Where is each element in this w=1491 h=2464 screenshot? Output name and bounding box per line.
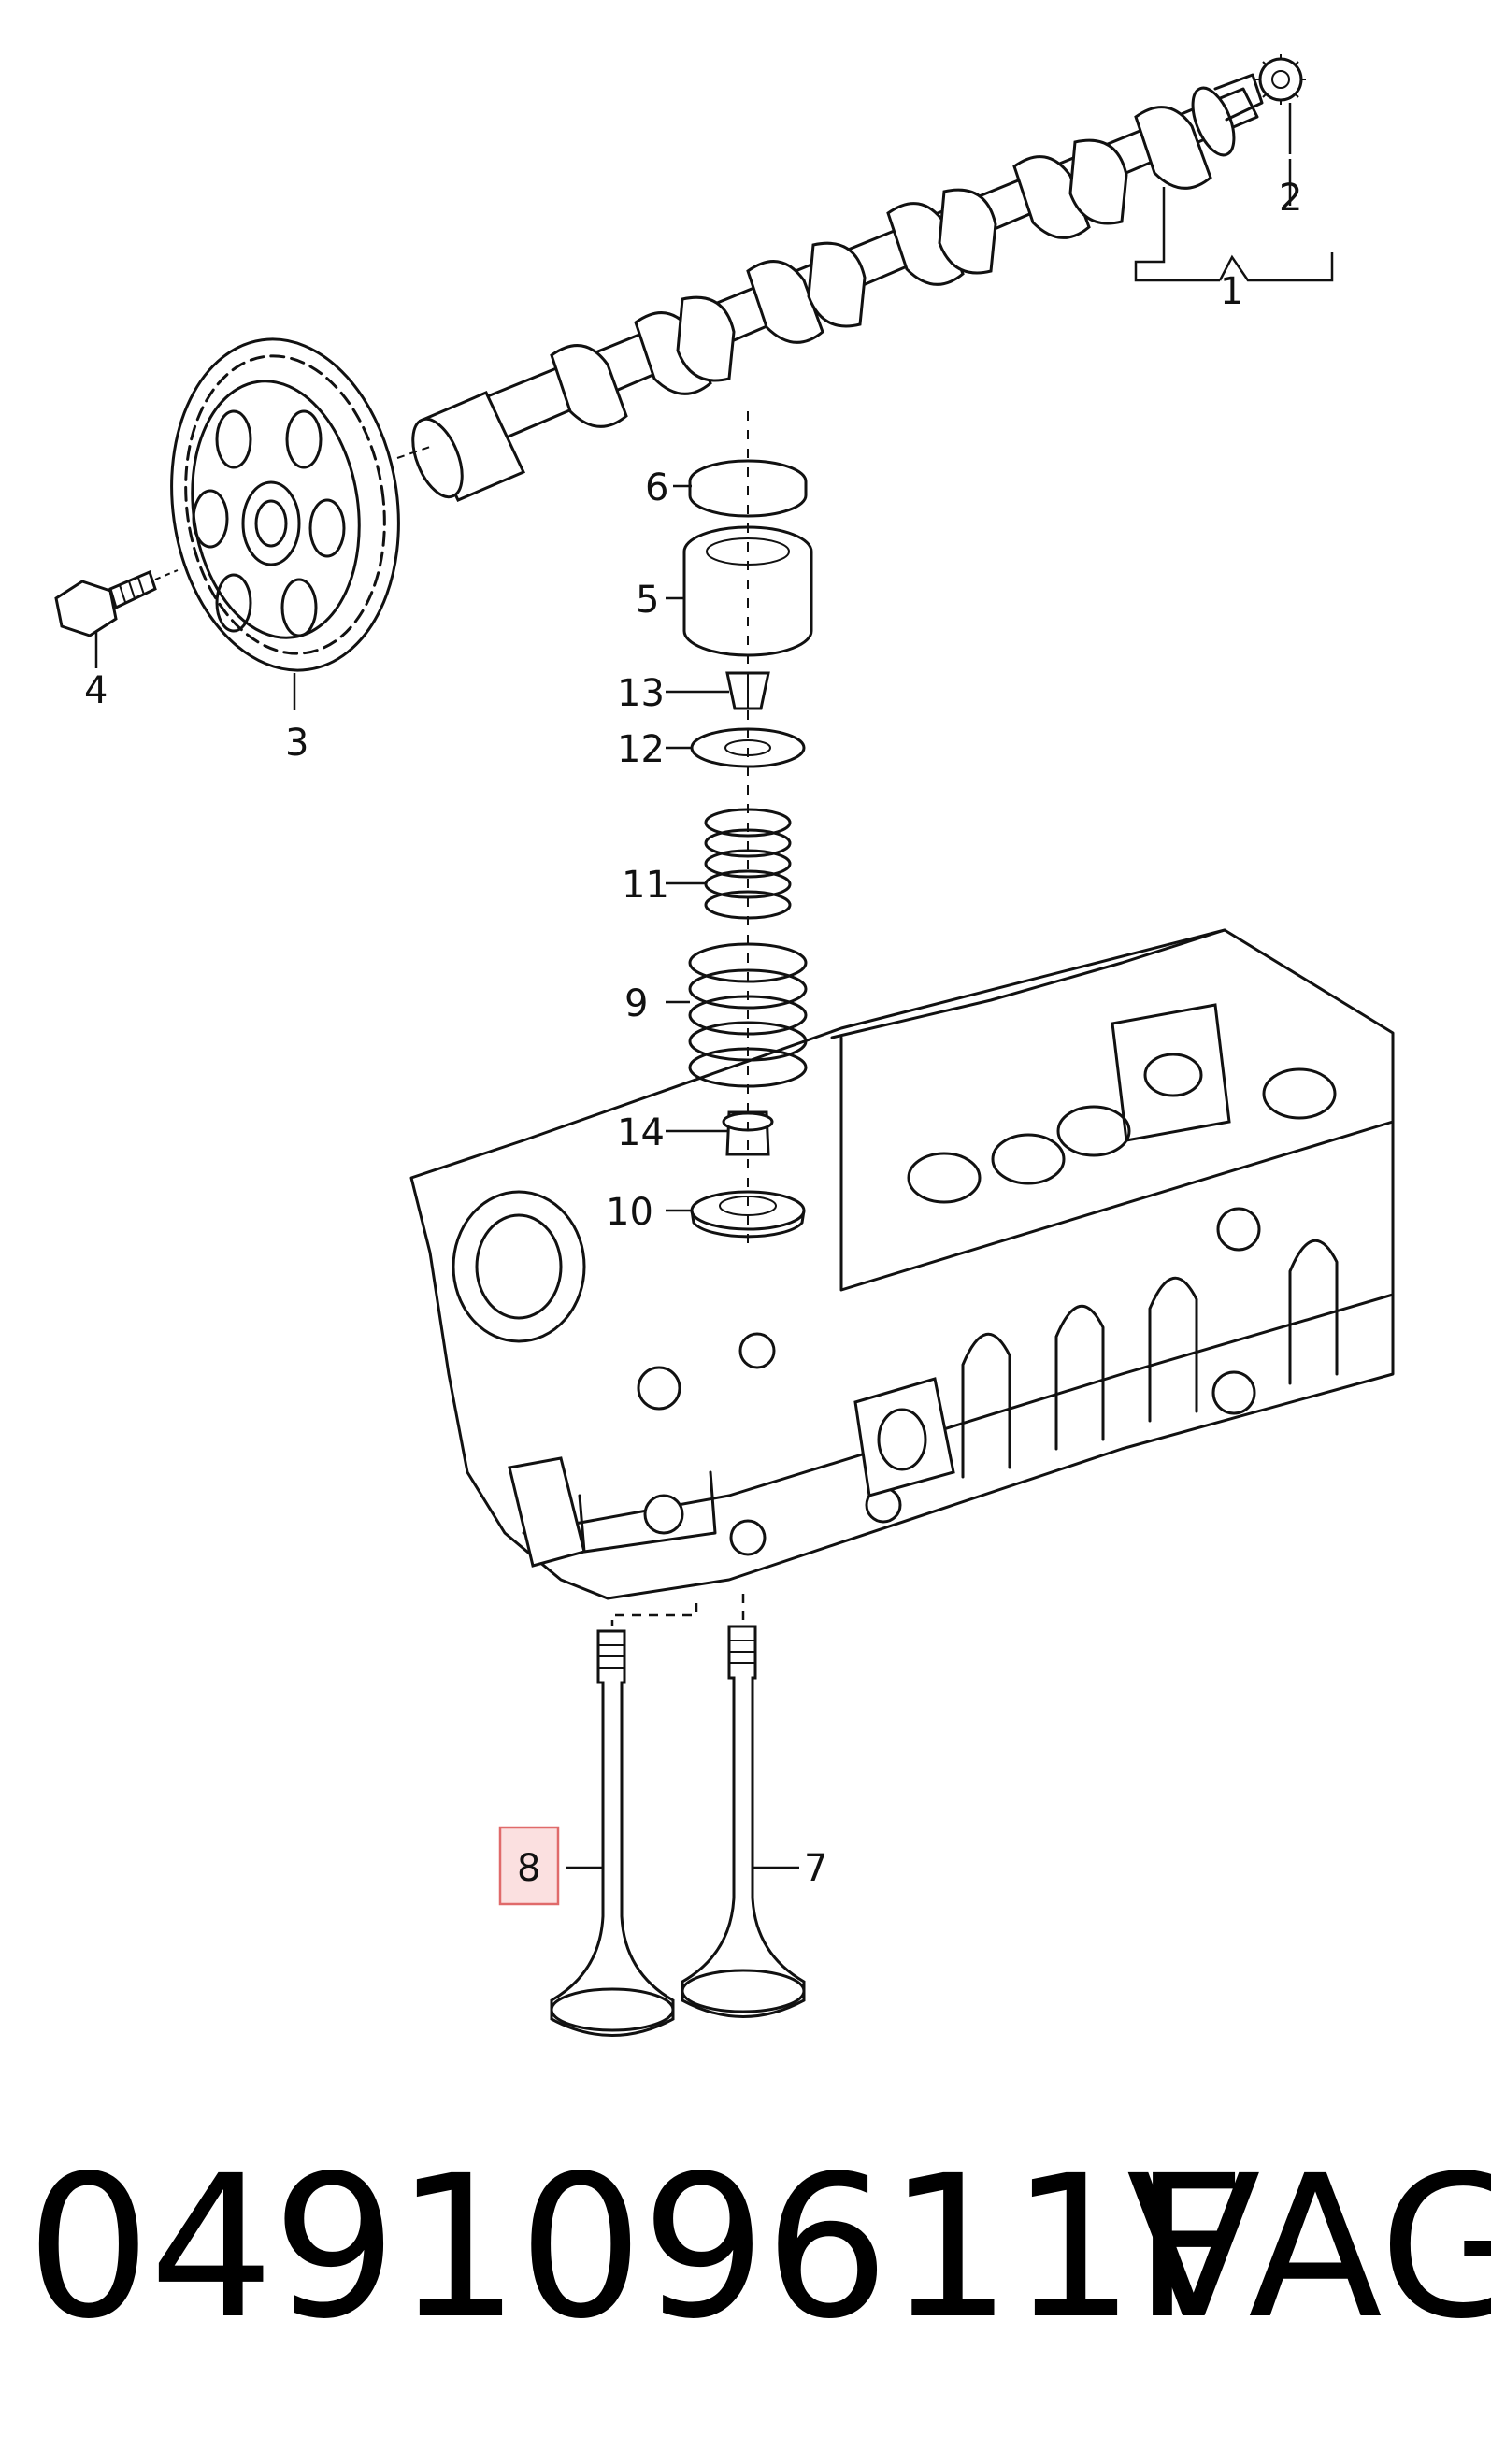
small-gear-part xyxy=(1255,54,1306,105)
bolt-part xyxy=(54,569,179,637)
callout-11: 11 xyxy=(622,864,669,907)
callout-8: 8 xyxy=(517,1847,540,1890)
timing-gear xyxy=(170,337,431,672)
callout-1-bracket xyxy=(1134,159,1334,282)
callout-7: 7 xyxy=(804,1847,827,1890)
callout-10: 10 xyxy=(606,1191,653,1234)
intake-valve xyxy=(550,1629,675,2037)
callout-2: 2 xyxy=(1279,177,1302,220)
callout-14: 14 xyxy=(617,1111,665,1154)
callout-9: 9 xyxy=(624,982,648,1025)
brand-name: VAG xyxy=(1126,2133,1491,2362)
callout-1: 1 xyxy=(1220,270,1243,313)
part-number: 049109611F xyxy=(26,2133,1246,2362)
valve-train-stack xyxy=(682,411,813,1253)
camshaft xyxy=(411,73,1264,502)
callout-8-highlight xyxy=(498,1826,560,1906)
callout-5: 5 xyxy=(636,579,659,622)
exhaust-valve xyxy=(681,1625,806,2018)
exploded-parts-diagram: 1 2 3 4 5 6 7 8 9 10 11 12 13 14 xyxy=(54,54,1395,2037)
callout-13: 13 xyxy=(617,672,665,715)
callout-4: 4 xyxy=(84,669,108,712)
callout-3: 3 xyxy=(285,722,308,765)
cylinder-head xyxy=(409,928,1395,1600)
callout-12: 12 xyxy=(617,728,665,771)
callout-6: 6 xyxy=(645,466,668,509)
